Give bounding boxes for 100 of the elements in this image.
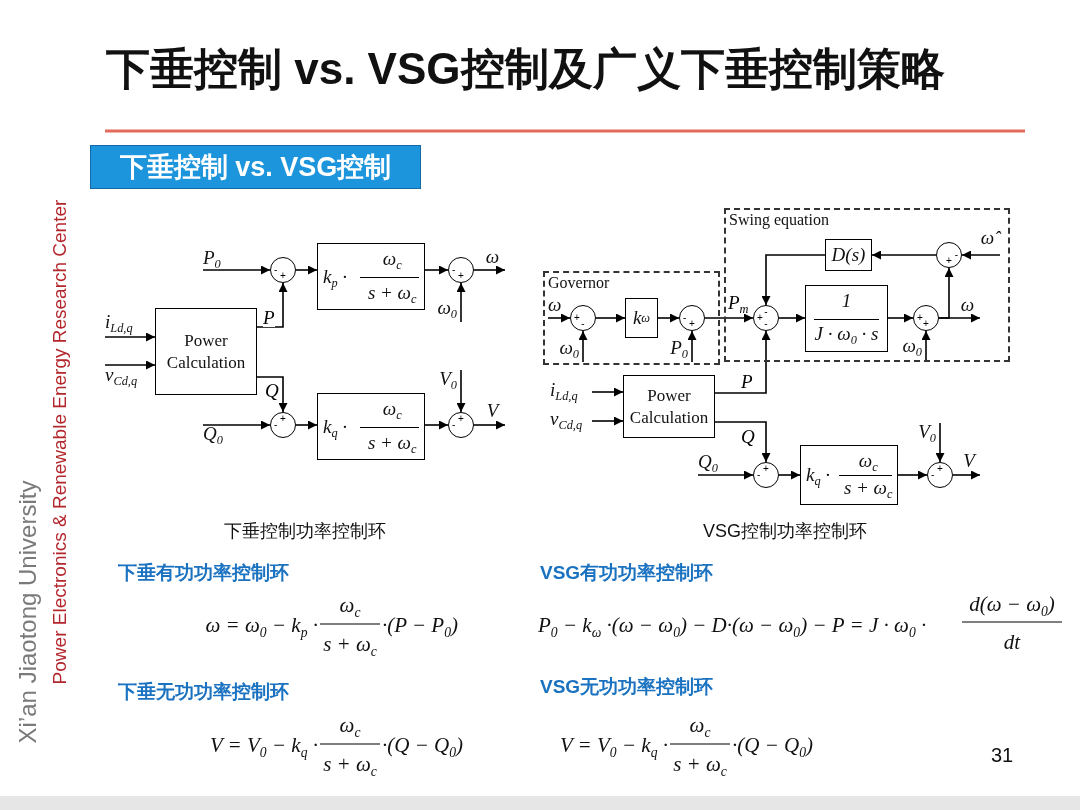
math-text: s + ω$_{c}$ xyxy=(367,433,417,454)
arrow xyxy=(887,313,914,323)
equation-heading: 下垂无功功率控制环 xyxy=(118,680,290,704)
arrow xyxy=(761,254,826,306)
sign-symbol: + xyxy=(458,414,464,424)
section-header: 下垂控制 vs. VSG控制 xyxy=(90,145,421,189)
sign-symbol: + xyxy=(757,313,763,323)
equation-text: V = V$_{0}$ − k$_{q}$ · xyxy=(558,732,668,759)
arrow xyxy=(256,376,288,413)
signal-label: P$_{0}$ xyxy=(203,250,231,270)
arrow xyxy=(456,282,466,323)
arrow xyxy=(952,470,981,480)
sign-symbol: - xyxy=(581,319,585,329)
arrow xyxy=(202,265,271,275)
signal-label: V$_{0}$ xyxy=(434,370,461,392)
process-box: Power Calculation xyxy=(623,375,715,438)
equation-text: P$_{0}$ − k$_{ω}$ ·(ω − ω$_{0}$) − D·(ω − ω$_{0}$) − P = J · ω$_{0}$ · xyxy=(538,612,928,639)
arrow xyxy=(697,470,754,480)
arrow xyxy=(578,330,588,363)
equation-text: V = V$_{0}$ − k$_{q}$ · xyxy=(208,732,318,759)
sign-symbol: + xyxy=(280,414,286,424)
signal-label: Q$_{0}$ xyxy=(203,425,231,447)
arrow xyxy=(424,420,449,430)
sign-symbol: + xyxy=(917,313,923,323)
arrow xyxy=(921,330,931,361)
equation-text: s + ω$_{c}$ xyxy=(672,751,728,778)
sign-symbol: + xyxy=(923,319,929,329)
arrow xyxy=(778,470,801,480)
equation-text: ω$_{c}$ xyxy=(688,712,712,738)
sign-symbol: + xyxy=(458,271,464,281)
signal-label: Q$_{0}$ xyxy=(698,453,725,475)
signal-label: ω$_{0}$ xyxy=(432,298,461,322)
signal-label: i$_{Ld,q}$ xyxy=(105,312,153,337)
signal-label: V xyxy=(480,401,505,425)
equation-text: s + ω$_{c}$ xyxy=(322,631,378,658)
signal-label: V xyxy=(958,452,980,475)
math-text: ω$_{c}$ xyxy=(858,451,878,472)
arrow xyxy=(473,420,506,430)
edge-label: Q xyxy=(265,381,279,400)
arrow xyxy=(256,282,288,328)
sidebar-text: Xi’an Jiaotong University xyxy=(13,479,42,746)
arrow xyxy=(595,313,626,323)
group-title: Swing equation xyxy=(729,211,829,229)
arrow xyxy=(871,250,937,260)
arrow xyxy=(473,265,506,275)
arrow xyxy=(547,313,571,323)
equation-text: ·(P − P$_{0}$) xyxy=(382,612,460,639)
sign-symbol: - xyxy=(931,470,935,480)
math-text: 1 xyxy=(841,291,852,312)
equation-heading: VSG无功功率控制环 xyxy=(540,675,715,699)
arrow xyxy=(202,420,271,430)
arrow xyxy=(295,265,318,275)
math-text: s + ω$_{c}$ xyxy=(843,478,893,499)
equation-heading: 下垂有功功率控制环 xyxy=(118,561,290,585)
arrow xyxy=(938,267,954,319)
sign-symbol: - xyxy=(683,313,687,323)
transfer-function-block xyxy=(805,285,888,352)
arrow xyxy=(104,332,156,342)
edge-label: P xyxy=(741,372,753,391)
diagram-caption: VSG控制功率控制环 xyxy=(702,520,868,543)
sign-symbol: - xyxy=(954,250,958,260)
math-text: s + ω$_{c}$ xyxy=(367,283,417,304)
arrow xyxy=(424,265,449,275)
signal-label: ω xyxy=(480,248,505,270)
signal-label: v$_{Cd,q}$ xyxy=(550,409,592,433)
math-text: k$_{q}$ · xyxy=(806,464,831,486)
sign-symbol: + xyxy=(574,313,580,323)
arrow xyxy=(591,416,624,426)
arrow xyxy=(897,470,928,480)
equation-text: ω = ω$_{0}$ − k$_{p}$ · xyxy=(204,612,318,639)
arrow xyxy=(714,421,771,463)
edge-label: P xyxy=(263,308,275,327)
arrow xyxy=(961,250,1001,260)
sign-symbol: + xyxy=(763,464,769,474)
arrow xyxy=(456,369,466,413)
math-text: J · ω$_{0}$ · s xyxy=(814,324,879,345)
sign-symbol: - xyxy=(757,470,761,480)
sign-symbol: + xyxy=(689,319,695,329)
sign-symbol: - xyxy=(274,265,278,275)
sign-symbol: - xyxy=(452,265,456,275)
process-box: Power Calculation xyxy=(155,308,257,395)
page-number: 31 xyxy=(989,743,1015,768)
signal-label: ω̂ xyxy=(975,226,1000,255)
edge-label: Q xyxy=(741,427,755,446)
arrow xyxy=(935,422,945,463)
equation-text: ·(Q − Q$_{0}$) xyxy=(382,732,465,759)
signal-label: v$_{Cd,q}$ xyxy=(105,365,153,390)
sign-symbol: - xyxy=(764,307,768,317)
arrow xyxy=(714,330,771,394)
signal-label: ω$_{0}$ xyxy=(554,338,583,362)
equation-text: s + ω$_{c}$ xyxy=(322,751,378,778)
equation-text: ·(Q − Q$_{0}$) xyxy=(732,732,815,759)
arrow xyxy=(591,387,624,397)
sign-symbol: + xyxy=(946,256,952,266)
arrow xyxy=(657,313,680,323)
arrow xyxy=(778,313,806,323)
signal-label: i$_{Ld,q}$ xyxy=(550,380,592,404)
equation-text: d(ω − ω$_{0}$) xyxy=(968,591,1056,618)
math-text: ω$_{c}$ xyxy=(382,399,402,420)
arrow xyxy=(295,420,318,430)
